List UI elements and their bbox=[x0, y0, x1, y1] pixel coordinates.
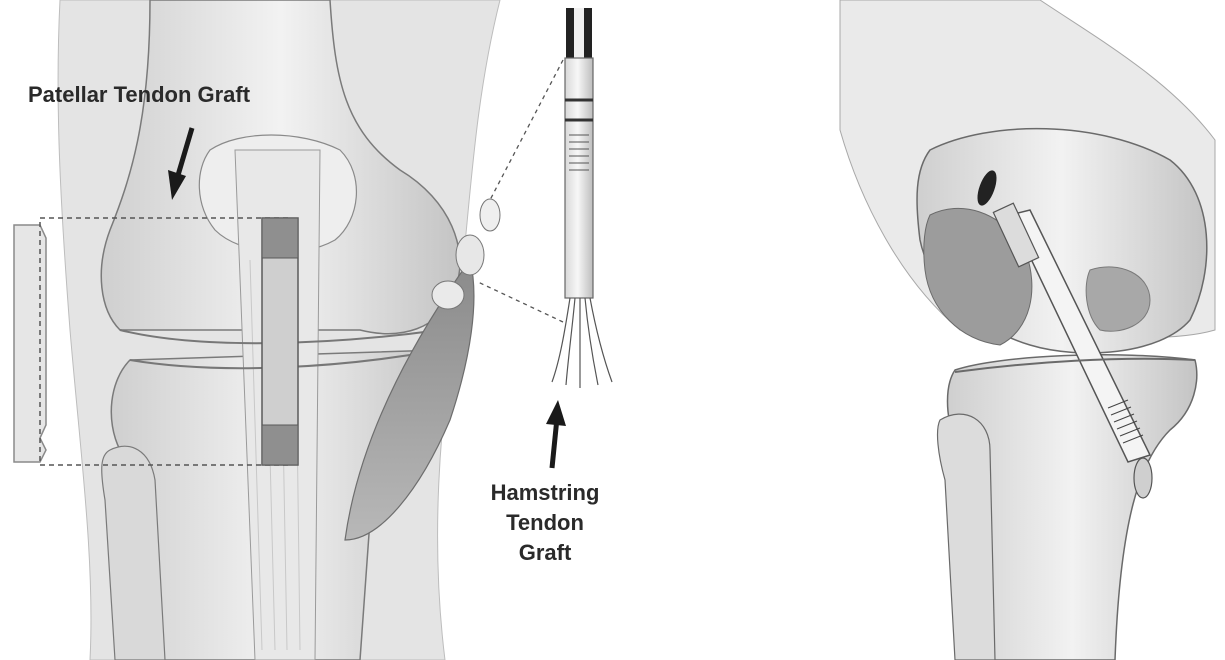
lateral-knee-view bbox=[840, 0, 1215, 660]
hamstring-label-line-2: Tendon bbox=[470, 508, 620, 538]
tendon-end-1 bbox=[480, 199, 500, 231]
fibula-lateral bbox=[938, 414, 995, 660]
tibial-tunnel-exit bbox=[1134, 458, 1152, 498]
hamstring-graft-construct bbox=[478, 8, 612, 388]
tendon-end-2 bbox=[456, 235, 484, 275]
tendon-end-3 bbox=[432, 281, 464, 309]
patellar-graft-specimen bbox=[14, 225, 46, 462]
hamstring-arrow bbox=[546, 400, 566, 468]
graft-strands bbox=[552, 298, 612, 388]
graft-bone-plug-top bbox=[262, 218, 298, 258]
hamstring-label-line-1: Hamstring bbox=[470, 478, 620, 508]
hamstring-tendon-graft-label: Hamstring Tendon Graft bbox=[470, 478, 620, 568]
graft-bone-plug-bottom bbox=[262, 425, 298, 465]
patellar-tendon-graft-label: Patellar Tendon Graft bbox=[28, 80, 250, 110]
hamstring-label-line-3: Graft bbox=[470, 538, 620, 568]
graft-tube bbox=[565, 58, 593, 298]
